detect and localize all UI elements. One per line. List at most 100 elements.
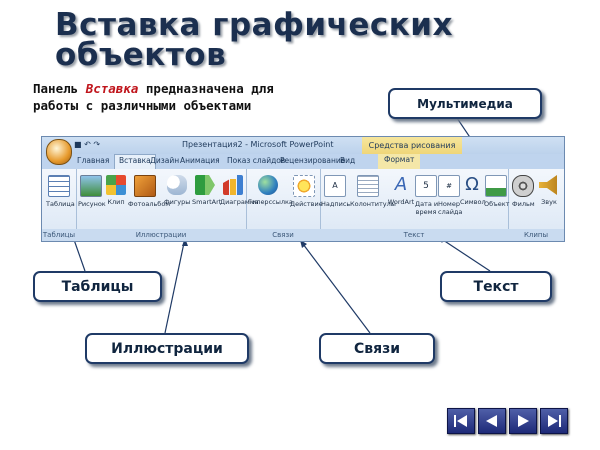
chart-button[interactable]: Диаграмма	[220, 175, 259, 206]
window-title: Презентация2 - Microsoft PowerPoint	[182, 140, 334, 149]
nav-last-button[interactable]	[540, 408, 568, 434]
tab-home[interactable]: Главная	[77, 156, 110, 165]
context-title: Средства рисования	[362, 137, 462, 154]
picture-icon	[80, 175, 102, 197]
callout-links: Связи	[319, 333, 435, 364]
slide-title: Вставка графических объектов	[55, 7, 495, 73]
intro-text: Панель Вставка предназначена для работы …	[33, 80, 323, 114]
tab-format[interactable]: Формат	[378, 154, 421, 170]
group-label-illustrations: Иллюстрации	[76, 229, 246, 241]
photo-album-button[interactable]: Фотоальбом	[128, 175, 171, 208]
callout-text: Текст	[440, 271, 552, 302]
wordart-label: WordArt	[387, 198, 415, 206]
group-text: A Надпись Колонтитулы A WordArt 5 Дата и…	[320, 169, 509, 241]
skip-back-icon	[454, 415, 467, 427]
table-button[interactable]: Таблица	[46, 175, 75, 208]
nav-prev-button[interactable]	[478, 408, 506, 434]
nav-next-button[interactable]	[509, 408, 537, 434]
wordart-icon: A	[394, 174, 408, 195]
movie-button[interactable]: Фильм	[512, 175, 535, 208]
header-footer-icon	[357, 175, 379, 197]
group-tables: Таблица Таблицы	[42, 169, 77, 241]
slide-number-label-2: слайда	[438, 208, 463, 216]
hyperlink-button[interactable]: Гиперссылка	[248, 175, 293, 206]
quick-access-toolbar[interactable]: ■ ↶ ↷	[74, 140, 100, 149]
symbol-label: Символ	[460, 198, 486, 206]
slide-number-label-1: Номер	[438, 200, 460, 208]
omega-icon: Ω	[465, 174, 479, 195]
smartart-button[interactable]: SmartArt	[192, 175, 222, 206]
ribbon-body: Таблица Таблицы Рисунок Клип Фотоальбом …	[42, 169, 564, 241]
smartart-icon	[195, 175, 215, 195]
hyperlink-label: Гиперссылка	[248, 198, 293, 206]
slide-number-button[interactable]: # Номер слайда	[438, 175, 463, 216]
datetime-label-1: Дата и	[415, 200, 439, 208]
intro-prefix: Панель	[33, 81, 86, 96]
clip-button[interactable]: Клип	[106, 175, 126, 206]
smartart-label: SmartArt	[192, 198, 222, 206]
datetime-button[interactable]: 5 Дата и время	[415, 175, 439, 216]
connector-illustrations	[164, 237, 186, 334]
undo-icon[interactable]: ↶	[84, 140, 91, 149]
callout-illustrations: Иллюстрации	[85, 333, 249, 364]
ribbon-tabs: Главная Вставка Дизайн Анимация Показ сл…	[42, 154, 564, 170]
ribbon-titlebar: ■ ↶ ↷ Презентация2 - Microsoft PowerPoin…	[42, 137, 564, 154]
action-star-icon	[293, 175, 315, 197]
object-label: Объект	[484, 200, 510, 208]
sound-button[interactable]: Звук	[538, 175, 560, 206]
callout-tables: Таблицы	[33, 271, 162, 302]
textbox-icon: A	[324, 175, 346, 197]
group-label-text: Текст	[320, 229, 508, 241]
photo-album-label: Фотоальбом	[128, 200, 171, 208]
picture-label: Рисунок	[78, 200, 106, 208]
group-label-tables: Таблицы	[42, 229, 76, 241]
triangle-left-icon	[486, 415, 497, 427]
redo-icon[interactable]: ↷	[93, 140, 101, 149]
action-label: Действие	[290, 200, 323, 208]
nav-first-button[interactable]	[447, 408, 475, 434]
tab-animation[interactable]: Анимация	[180, 156, 220, 165]
shapes-icon	[167, 175, 187, 195]
group-label-media: Клипы мультимедиа	[508, 229, 564, 241]
skip-forward-icon	[548, 415, 561, 427]
movie-label: Фильм	[512, 200, 535, 208]
group-label-links: Связи	[246, 229, 320, 241]
action-button[interactable]: Действие	[290, 175, 323, 208]
tab-review[interactable]: Рецензирование	[280, 156, 346, 165]
ribbon-screenshot: ■ ↶ ↷ Презентация2 - Microsoft PowerPoin…	[41, 136, 565, 242]
office-button[interactable]	[46, 139, 72, 165]
symbol-button[interactable]: Ω Символ	[460, 174, 486, 207]
chart-icon	[223, 175, 243, 195]
triangle-right-icon	[518, 415, 529, 427]
speaker-icon	[539, 175, 557, 195]
tab-view[interactable]: Вид	[340, 156, 356, 165]
textbox-label: Надпись	[321, 200, 351, 208]
save-icon[interactable]: ■	[74, 140, 82, 149]
picture-button[interactable]: Рисунок	[78, 175, 106, 208]
slide-number-icon: #	[438, 175, 460, 197]
shapes-label: Фигуры	[164, 198, 191, 206]
tab-insert[interactable]: Вставка	[114, 154, 156, 170]
slide-title-line-1: Вставка графических	[55, 7, 453, 43]
tab-design[interactable]: Дизайн	[150, 156, 180, 165]
object-button[interactable]: Объект	[484, 175, 510, 208]
shapes-button[interactable]: Фигуры	[164, 175, 190, 206]
wordart-button[interactable]: A WordArt	[387, 174, 415, 207]
table-label: Таблица	[46, 200, 75, 208]
clip-icon	[106, 175, 126, 195]
datetime-label-2: время	[415, 208, 437, 216]
header-footer-button[interactable]: Колонтитулы	[350, 175, 396, 208]
group-media: Фильм Звук Клипы мультимедиа	[508, 169, 564, 241]
object-icon	[485, 175, 507, 197]
arrowhead-links	[300, 240, 307, 248]
connector-links	[299, 239, 371, 334]
slide-title-line-2: объектов	[55, 37, 227, 73]
photo-album-icon	[134, 175, 156, 197]
hyperlink-globe-icon	[258, 175, 278, 195]
callout-multimedia: Мультимедиа	[388, 88, 542, 119]
group-links: Гиперссылка Действие Связи	[246, 169, 323, 241]
textbox-button[interactable]: A Надпись	[321, 175, 351, 208]
calendar-icon: 5	[415, 175, 437, 197]
tab-slideshow[interactable]: Показ слайдов	[227, 156, 286, 165]
header-footer-label: Колонтитулы	[350, 200, 396, 208]
